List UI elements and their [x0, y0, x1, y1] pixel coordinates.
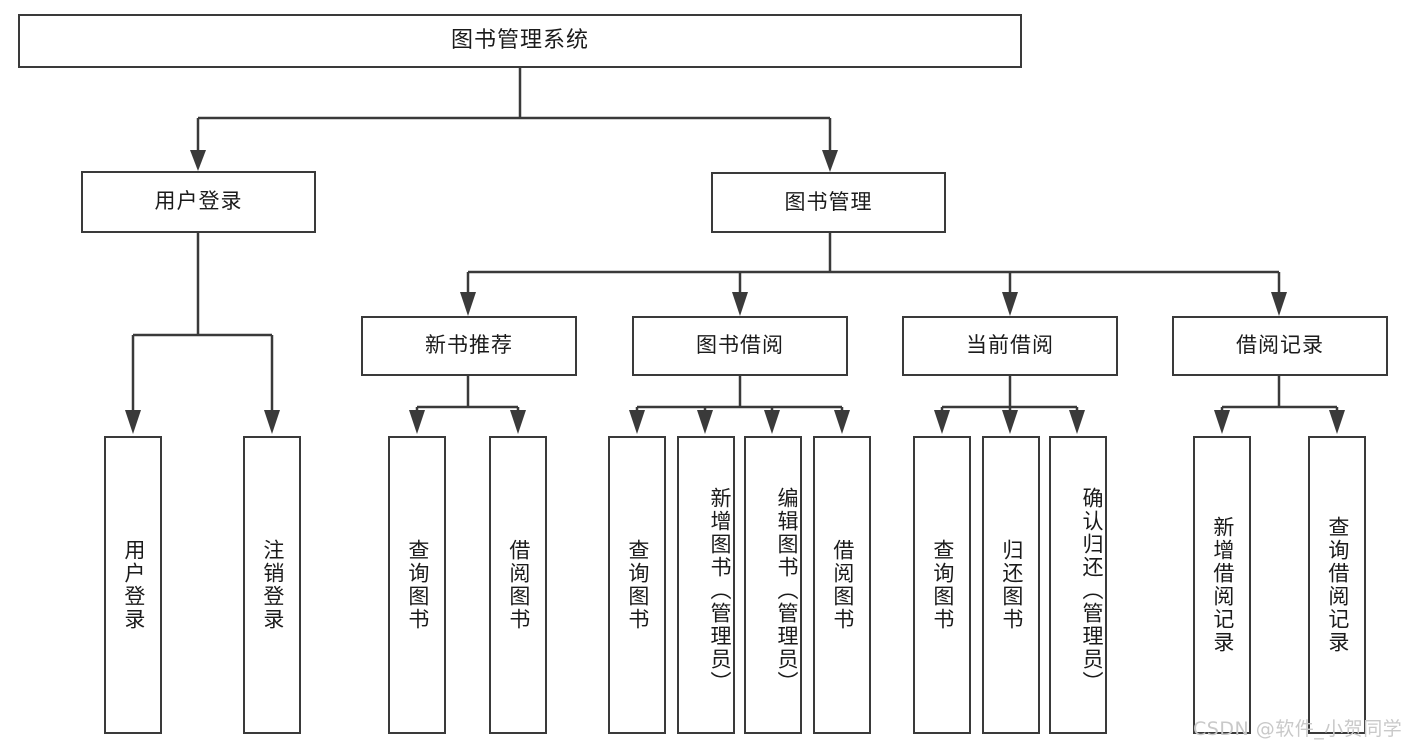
- leaf-query-book-3-label: 查询图书: [930, 539, 955, 631]
- node-user-login[interactable]: 用户登录: [81, 171, 316, 233]
- leaf-borrow-book-1-label: 借阅图书: [506, 539, 531, 631]
- arrowhead-borrow-book-1: [510, 410, 526, 434]
- leaf-return-book-label: 归还图书: [999, 539, 1024, 631]
- node-borrow-record[interactable]: 借阅记录: [1172, 316, 1388, 376]
- arrowhead-leaf-user-login: [125, 410, 141, 434]
- arrowhead-add-book: [697, 410, 713, 434]
- leaf-user-logout-label: 注销登录: [260, 539, 285, 631]
- arrowhead-new-book-recommend: [460, 292, 476, 316]
- leaf-add-book-label: 新增图书（管理员）: [708, 486, 732, 694]
- leaf-query-record-label: 查询借阅记录: [1325, 516, 1350, 654]
- arrowhead-query-book-1: [409, 410, 425, 434]
- arrowhead-book-management: [822, 150, 838, 172]
- leaf-add-record-label: 新增借阅记录: [1210, 516, 1235, 654]
- node-root-system[interactable]: 图书管理系统: [18, 14, 1022, 68]
- leaf-query-book-1-label: 查询图书: [405, 539, 430, 631]
- leaf-user-login[interactable]: 用户登录: [104, 436, 162, 734]
- node-book-management-label: 图书管理: [784, 189, 873, 214]
- node-book-management[interactable]: 图书管理: [711, 172, 946, 233]
- node-book-borrow[interactable]: 图书借阅: [632, 316, 848, 376]
- node-current-borrow-label: 当前借阅: [966, 333, 1054, 358]
- arrowhead-borrow-record: [1271, 292, 1287, 316]
- node-current-borrow[interactable]: 当前借阅: [902, 316, 1118, 376]
- leaf-user-logout[interactable]: 注销登录: [243, 436, 301, 734]
- leaf-query-book-2[interactable]: 查询图书: [608, 436, 666, 734]
- csdn-watermark: CSDN @软件_小贺同学: [1193, 718, 1403, 740]
- leaf-add-record[interactable]: 新增借阅记录: [1193, 436, 1251, 734]
- arrowhead-book-borrow: [732, 292, 748, 316]
- node-user-login-label: 用户登录: [154, 189, 243, 214]
- leaf-borrow-book-2-label: 借阅图书: [830, 539, 855, 631]
- leaf-user-login-label: 用户登录: [121, 539, 146, 631]
- arrowhead-query-book-2: [629, 410, 645, 434]
- arrowhead-query-book-3: [934, 410, 950, 434]
- arrowhead-confirm-return: [1069, 410, 1085, 434]
- arrowhead-add-record: [1214, 410, 1230, 434]
- arrowhead-user-login: [190, 150, 206, 171]
- leaf-query-record[interactable]: 查询借阅记录: [1308, 436, 1366, 734]
- arrowhead-edit-book: [764, 410, 780, 434]
- leaf-query-book-2-label: 查询图书: [625, 539, 650, 631]
- node-borrow-record-label: 借阅记录: [1236, 333, 1324, 358]
- leaf-confirm-return-label: 确认归还（管理员）: [1080, 486, 1104, 694]
- leaf-query-book-1[interactable]: 查询图书: [388, 436, 446, 734]
- arrowhead-return-book: [1002, 410, 1018, 434]
- arrowhead-query-record: [1329, 410, 1345, 434]
- leaf-return-book[interactable]: 归还图书: [982, 436, 1040, 734]
- arrowhead-leaf-user-logout: [264, 410, 280, 434]
- node-book-borrow-label: 图书借阅: [696, 333, 784, 358]
- leaf-confirm-return[interactable]: 确认归还（管理员）: [1049, 436, 1107, 734]
- leaf-borrow-book-1[interactable]: 借阅图书: [489, 436, 547, 734]
- node-root-label: 图书管理系统: [450, 27, 589, 53]
- leaf-borrow-book-2[interactable]: 借阅图书: [813, 436, 871, 734]
- leaf-edit-book-label: 编辑图书（管理员）: [775, 486, 799, 694]
- node-new-book-recommend-label: 新书推荐: [425, 333, 513, 358]
- arrowhead-borrow-book-2: [834, 410, 850, 434]
- leaf-add-book[interactable]: 新增图书（管理员）: [677, 436, 735, 734]
- arrowhead-current-borrow: [1002, 292, 1018, 316]
- leaf-edit-book[interactable]: 编辑图书（管理员）: [744, 436, 802, 734]
- leaf-query-book-3[interactable]: 查询图书: [913, 436, 971, 734]
- node-new-book-recommend[interactable]: 新书推荐: [361, 316, 577, 376]
